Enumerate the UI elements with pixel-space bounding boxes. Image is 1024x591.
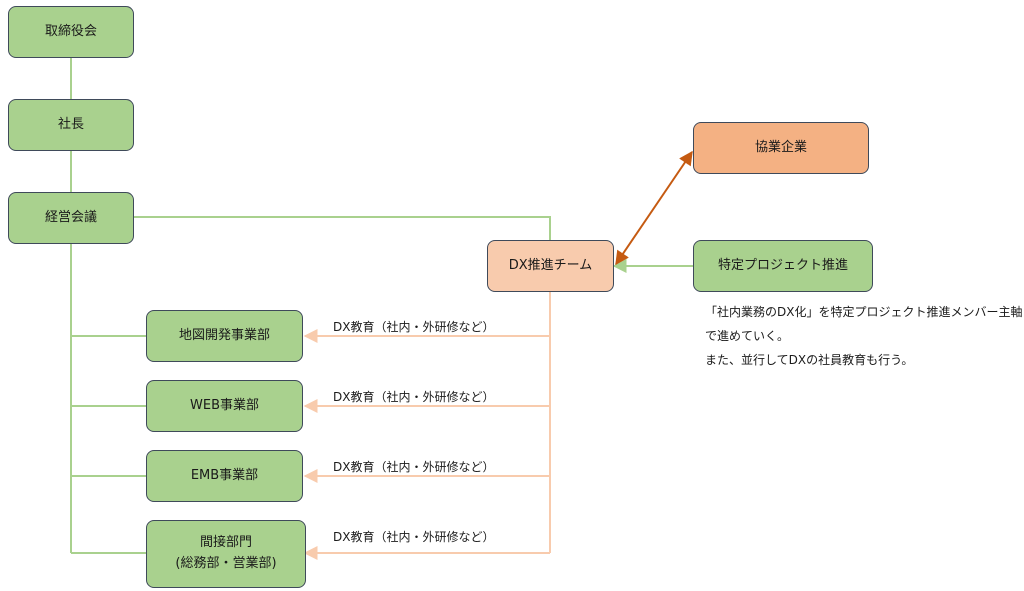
note-text: 「社内業務のDX化」を特定プロジェクト推進メンバー主軸で進めていく。 また、並行… (705, 300, 1023, 372)
node-dx-team: DX推進チーム (487, 240, 614, 292)
line-meeting-dx-team (134, 216, 551, 240)
node-management-meeting: 経営会議 (8, 192, 134, 244)
node-indirect: 間接部門 (総務部・営業部) (146, 520, 306, 588)
note-line-2: また、並行してDXの社員教育も行う。 (705, 353, 914, 367)
node-map-dev: 地図開発事業部 (146, 310, 303, 362)
edge-label-indirect: DX教育（社内・外研修など） (333, 530, 495, 544)
arrow-dx-team-partner (615, 150, 693, 266)
note-line-1: 「社内業務のDX化」を特定プロジェクト推進メンバー主軸で進めていく。 (705, 305, 1023, 343)
node-board: 取締役会 (8, 6, 134, 58)
node-web: WEB事業部 (146, 380, 303, 432)
edge-label-web: DX教育（社内・外研修など） (333, 390, 495, 404)
node-special-project: 特定プロジェクト推進 (693, 240, 873, 292)
node-partner: 協業企業 (693, 122, 869, 174)
edge-label-map-dev: DX教育（社内・外研修など） (333, 320, 495, 334)
edge-label-emb: DX教育（社内・外研修など） (333, 460, 495, 474)
node-emb: EMB事業部 (146, 450, 303, 502)
node-president: 社長 (8, 99, 134, 151)
